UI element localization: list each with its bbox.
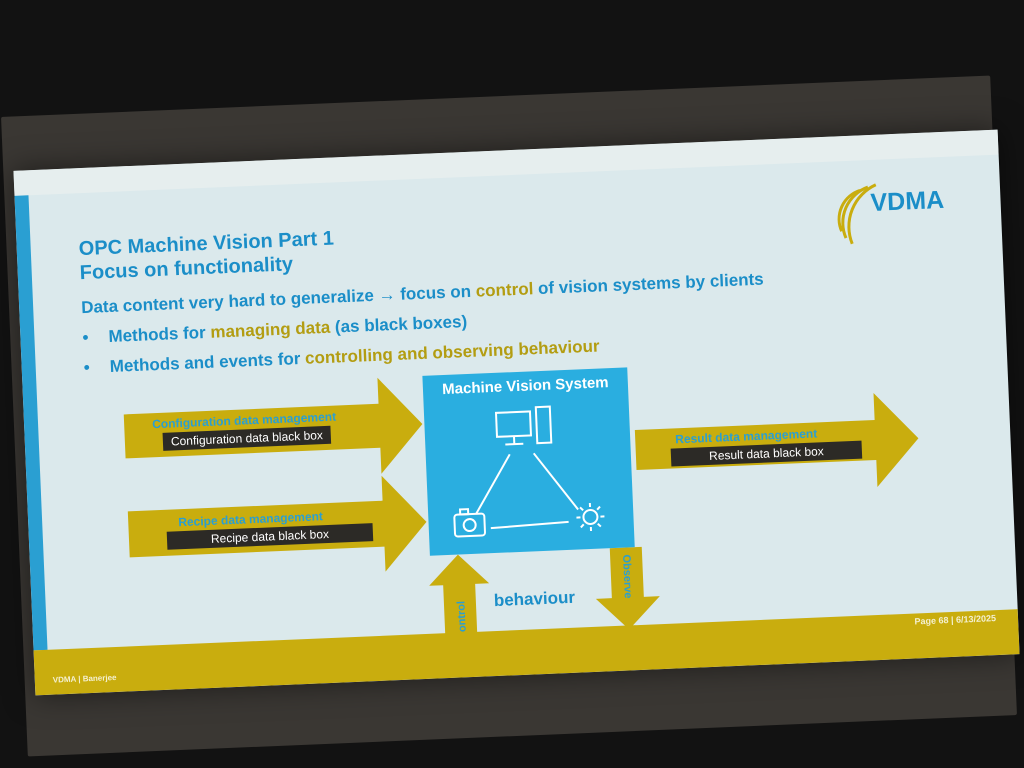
vdma-logo: VDMA — [829, 171, 962, 246]
control-arrow — [429, 554, 490, 642]
slide: VDMA OPC Machine Vision Part 1 Focus on … — [13, 129, 1020, 696]
observe-arrow — [595, 546, 660, 630]
computer-icon — [494, 405, 553, 446]
page-number: Page 68 | 6/13/2025 — [914, 613, 997, 627]
system-icons — [453, 405, 605, 538]
footer-author: VDMA | Banerjee — [52, 672, 117, 685]
logo-arcs-icon — [837, 183, 877, 245]
camera-icon — [453, 508, 486, 538]
config-arrow — [123, 377, 423, 474]
machine-vision-system-box: Machine Vision System — [422, 367, 635, 556]
observe-label: Observe — [620, 554, 634, 599]
light-icon — [576, 502, 605, 532]
behaviour-label: behaviour — [493, 587, 576, 611]
